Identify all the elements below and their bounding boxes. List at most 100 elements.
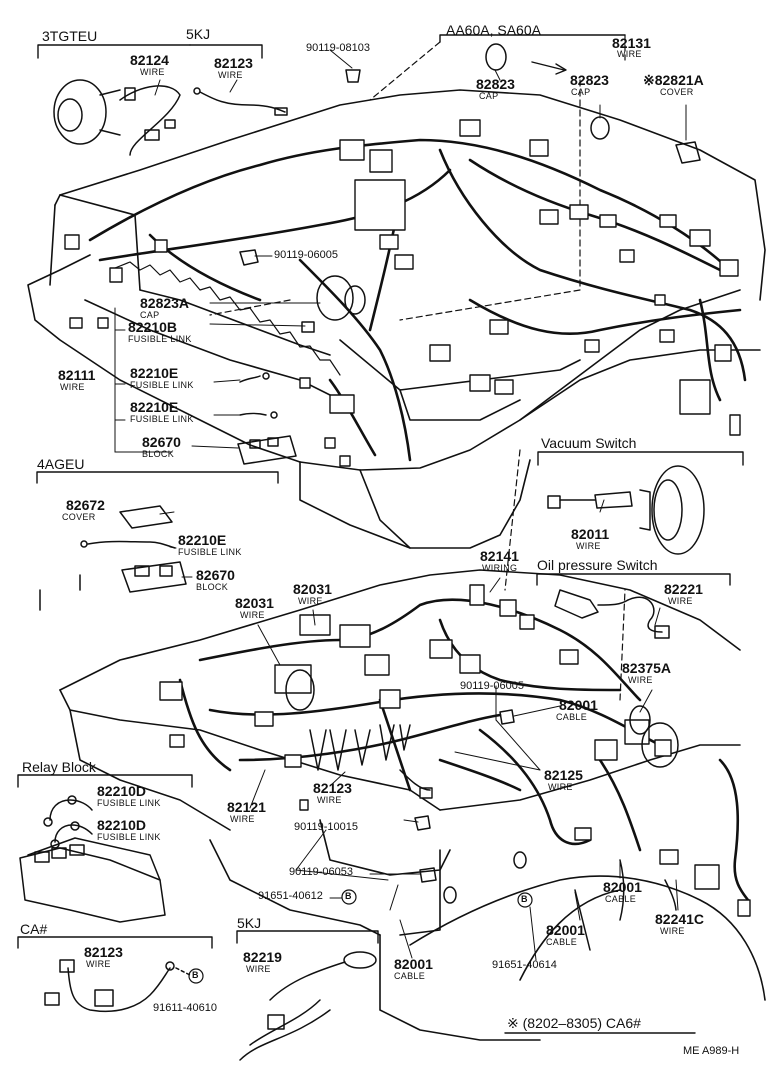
part-number: 82670 — [196, 567, 235, 583]
part-number: 82125 — [544, 767, 583, 783]
part-number: 82001 — [559, 697, 598, 713]
part-desc: CAP — [140, 310, 160, 320]
part-number: 82210E — [130, 399, 179, 415]
header-relay-block: Relay Block — [22, 759, 96, 775]
marker-b: B — [192, 970, 199, 980]
marker-circles — [188, 889, 533, 984]
arrow — [531, 61, 567, 75]
header-oil-pressure-switch: Oil pressure Switch — [537, 557, 658, 573]
part-desc: WIRE — [230, 814, 255, 824]
vacuum-switch — [547, 465, 705, 555]
part-desc: WIRING — [482, 563, 518, 573]
part-desc: CABLE — [605, 894, 637, 904]
lower-components — [285, 669, 679, 951]
part-desc: WIRE — [668, 596, 693, 606]
header-vacuum-switch: Vacuum Switch — [541, 435, 637, 451]
part-desc: FUSIBLE LINK — [97, 798, 161, 808]
part-number: 90119-06053 — [289, 866, 354, 878]
part-desc: FUSIBLE LINK — [97, 832, 161, 842]
part-desc: COVER — [660, 87, 694, 97]
marker-b: B — [345, 891, 352, 901]
header-5kj-lower: 5KJ — [237, 915, 262, 931]
part-desc: WIRE — [317, 795, 342, 805]
oil-pressure-switch — [554, 589, 670, 639]
part-number: 91611-40610 — [153, 1002, 218, 1014]
part-desc: FUSIBLE LINK — [130, 380, 194, 390]
part-desc: BLOCK — [196, 582, 229, 592]
fusible-link-coil — [114, 261, 341, 376]
header-ca6: ※ (8202–8305) CA6# — [507, 1015, 641, 1031]
part-number: 90119-06005 — [460, 680, 525, 692]
part-number: 82210E — [130, 365, 179, 381]
part-number: 82011 — [571, 526, 610, 542]
part-number: 82121 — [227, 799, 266, 815]
part-number: 82219 — [243, 949, 282, 965]
part-number: 82123 — [313, 780, 352, 796]
part-number: 82001 — [603, 879, 642, 895]
part-number: 82241C — [655, 911, 705, 927]
part-number: 82221 — [664, 581, 703, 597]
part-desc: WIRE — [218, 70, 243, 80]
part-desc: WIRE — [240, 610, 265, 620]
upper-components — [53, 43, 701, 465]
part-desc: WIRE — [548, 782, 573, 792]
part-number: 82111 — [58, 367, 96, 383]
part-number: 82210D — [97, 783, 147, 799]
header-ca: CA# — [20, 921, 48, 937]
part-desc: CABLE — [556, 712, 588, 722]
4ageu-parts — [39, 505, 187, 611]
part-number: 82210D — [97, 817, 147, 833]
part-desc: WIRE — [617, 49, 642, 59]
part-desc: FUSIBLE LINK — [178, 547, 242, 557]
part-desc: WIRE — [298, 596, 323, 606]
leader-lines — [114, 49, 687, 961]
part-number: 82001 — [394, 956, 433, 972]
part-desc: WIRE — [628, 675, 653, 685]
part-number: 82123 — [84, 944, 123, 960]
part-desc: CABLE — [394, 971, 426, 981]
part-desc: WIRE — [140, 67, 165, 77]
part-number: 82001 — [546, 922, 585, 938]
part-desc: COVER — [62, 512, 96, 522]
part-number: 82823A — [140, 295, 190, 311]
part-number: 90119-10015 — [294, 821, 359, 833]
part-desc: WIRE — [60, 382, 85, 392]
part-desc: CAP — [571, 87, 591, 97]
section-frames — [17, 34, 744, 1034]
part-number: 82823 — [570, 72, 609, 88]
lower-connectors — [159, 584, 751, 917]
header-aa60a: AA60A, SA60A — [446, 22, 541, 38]
5kj-wire — [239, 951, 377, 1061]
part-number: 91651-40612 — [258, 890, 323, 902]
part-desc: CAP — [479, 91, 499, 101]
header-5kj: 5KJ — [186, 26, 211, 42]
header-3tgteu: 3TGTEU — [42, 28, 98, 44]
part-number: 82210E — [178, 532, 227, 548]
ca-wire — [44, 959, 191, 1013]
part-number: 82131 — [612, 35, 651, 51]
part-desc: WIRE — [576, 541, 601, 551]
part-number: 82210B — [128, 319, 178, 335]
part-number: 82123 — [214, 55, 253, 71]
part-number: 82141 — [480, 548, 519, 564]
part-number: 82031 — [235, 595, 274, 611]
diagram-code: ME A989-H — [683, 1045, 740, 1057]
header-4ageu: 4AGEU — [37, 456, 85, 472]
part-number: 82124 — [130, 52, 169, 68]
part-number: 82375A — [622, 660, 672, 676]
part-number: 91651-40614 — [492, 959, 557, 971]
part-desc: BLOCK — [142, 449, 175, 459]
relay-block — [19, 795, 166, 923]
part-desc: FUSIBLE LINK — [128, 334, 192, 344]
part-number: ※82821A — [643, 72, 704, 88]
part-desc: FUSIBLE LINK — [130, 414, 194, 424]
part-desc: WIRE — [660, 926, 685, 936]
part-number: 82670 — [142, 434, 181, 450]
part-number: 82672 — [66, 497, 105, 513]
part-desc: WIRE — [86, 959, 111, 969]
part-desc: CABLE — [546, 937, 578, 947]
part-number: 90119-08103 — [306, 42, 371, 54]
part-number: 90119-06005 — [274, 249, 339, 261]
